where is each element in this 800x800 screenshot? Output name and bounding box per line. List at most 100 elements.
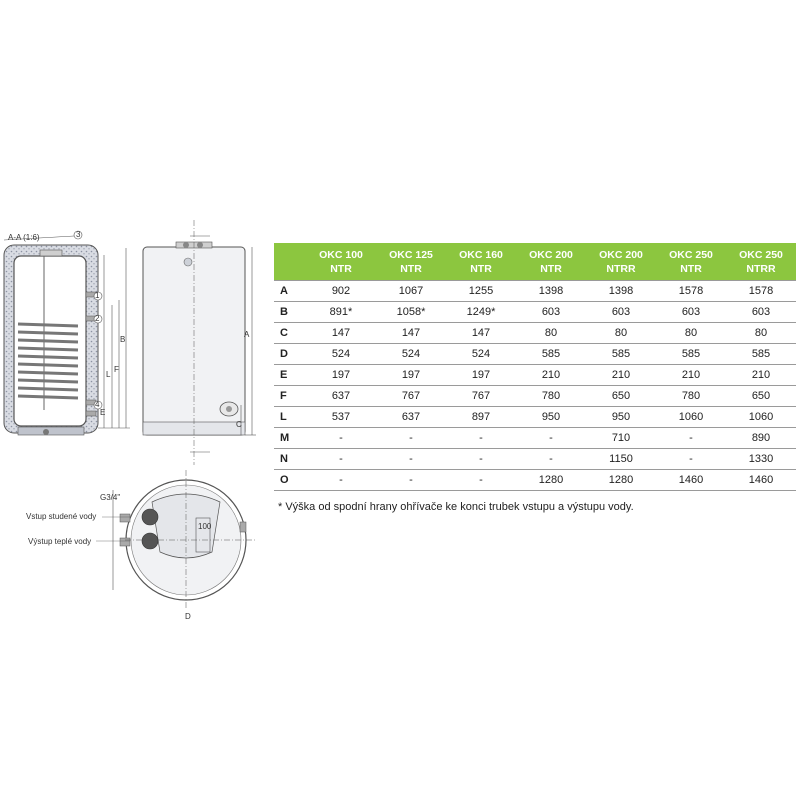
table-cell: 1255 xyxy=(446,280,516,302)
table-cell: - xyxy=(446,448,516,470)
table-cell: 891* xyxy=(306,301,376,323)
table-cell: 1060 xyxy=(656,406,726,428)
table-cell: - xyxy=(376,448,446,470)
table-cell: 210 xyxy=(656,364,726,386)
callout-3: 3 xyxy=(76,230,81,239)
table-cell: 1060 xyxy=(726,406,796,428)
table-cell: 80 xyxy=(586,322,656,344)
row-label: O xyxy=(274,469,306,491)
heating-coil xyxy=(17,322,79,400)
table-cell: 1330 xyxy=(726,448,796,470)
row-label: L xyxy=(274,406,306,428)
center-dimension: 100 xyxy=(198,522,212,531)
table-cell: - xyxy=(376,427,446,449)
front-view xyxy=(142,220,256,465)
model-name: OKC 250 xyxy=(669,248,713,261)
callout-4: 4 xyxy=(95,400,100,409)
row-label: A xyxy=(274,280,306,302)
table-cell: 1249* xyxy=(446,301,516,323)
table-cell: 1067 xyxy=(376,280,446,302)
table-cell: 650 xyxy=(586,385,656,407)
table-row: N----1150-1330 xyxy=(274,448,796,470)
table-cell: 950 xyxy=(516,406,586,428)
model-name: OKC 160 xyxy=(459,248,503,261)
table-cell: 210 xyxy=(726,364,796,386)
table-cell: 1058* xyxy=(376,301,446,323)
dim-letter-d: D xyxy=(185,612,191,621)
table-cell: 80 xyxy=(726,322,796,344)
table-cell: 1150 xyxy=(586,448,656,470)
row-label: B xyxy=(274,301,306,323)
row-label: E xyxy=(274,364,306,386)
table-cell: - xyxy=(656,427,726,449)
table-cell: 890 xyxy=(726,427,796,449)
dim-letter-e: E xyxy=(100,408,106,417)
table-cell: 585 xyxy=(586,343,656,365)
table-cell: 637 xyxy=(306,385,376,407)
model-variant: NTR xyxy=(470,262,492,275)
dim-letter-c: C xyxy=(236,420,242,429)
table-cell: 147 xyxy=(306,322,376,344)
table-cell: 603 xyxy=(726,301,796,323)
technical-drawing xyxy=(3,220,256,610)
table-cell: 197 xyxy=(306,364,376,386)
table-cell: 1398 xyxy=(516,280,586,302)
dim-letter-a: A xyxy=(244,330,250,339)
table-cell: 897 xyxy=(446,406,516,428)
hot-water-outlet-label: Výstup teplé vody xyxy=(28,537,92,546)
table-row: M----710-890 xyxy=(274,427,796,449)
table-cell: 637 xyxy=(376,406,446,428)
model-name: OKC 100 xyxy=(319,248,363,261)
table-cell: 603 xyxy=(516,301,586,323)
table-cell: 524 xyxy=(446,343,516,365)
dim-letter-l: L xyxy=(106,370,111,379)
table-corner-cell xyxy=(274,243,306,281)
table-cell: 603 xyxy=(656,301,726,323)
table-cell: 1398 xyxy=(586,280,656,302)
row-label: F xyxy=(274,385,306,407)
table-cell: - xyxy=(516,448,586,470)
table-cell: 147 xyxy=(446,322,516,344)
table-cell: 1280 xyxy=(516,469,586,491)
table-cell: - xyxy=(446,427,516,449)
table-cell: 585 xyxy=(726,343,796,365)
table-cell: 210 xyxy=(586,364,656,386)
table-cell: 537 xyxy=(306,406,376,428)
table-cell: 524 xyxy=(376,343,446,365)
table-cell: 710 xyxy=(586,427,656,449)
table-cell: 1460 xyxy=(726,469,796,491)
table-cell: 1280 xyxy=(586,469,656,491)
table-cell: 780 xyxy=(656,385,726,407)
table-cell: 902 xyxy=(306,280,376,302)
top-view xyxy=(96,470,255,610)
row-label: M xyxy=(274,427,306,449)
table-cell: 197 xyxy=(376,364,446,386)
model-variant: NTR xyxy=(330,262,352,275)
table-cell: 80 xyxy=(516,322,586,344)
table-cell: - xyxy=(516,427,586,449)
model-variant: NTR xyxy=(680,262,702,275)
table-cell: 585 xyxy=(516,343,586,365)
model-variant: NTR xyxy=(400,262,422,275)
table-cell: 80 xyxy=(656,322,726,344)
callout-1: 1 xyxy=(95,291,100,300)
table-cell: - xyxy=(306,448,376,470)
dim-letter-b: B xyxy=(120,335,126,344)
pipe-size-label: G3/4" xyxy=(100,493,121,502)
table-cell: 1578 xyxy=(656,280,726,302)
dim-letter-f: F xyxy=(114,365,119,374)
table-cell: 767 xyxy=(376,385,446,407)
